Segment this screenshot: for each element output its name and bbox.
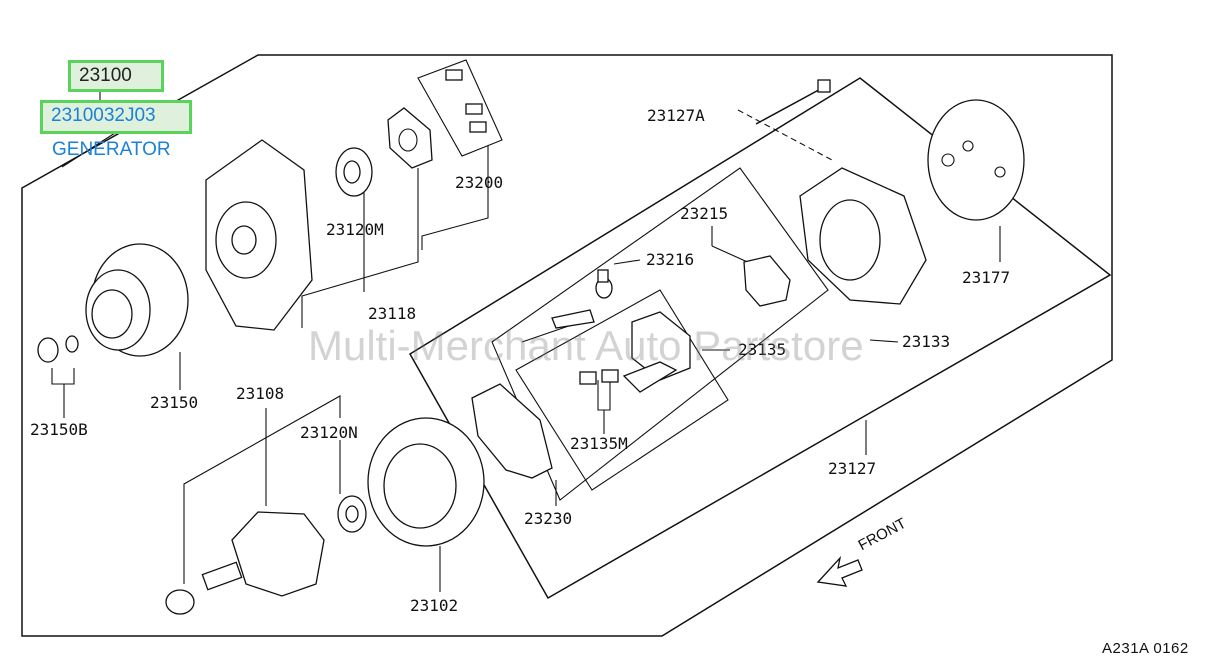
- label-23127: 23127: [828, 459, 877, 478]
- part-number-link: 2310032J03: [51, 105, 156, 126]
- label-23216: 23216: [646, 250, 695, 269]
- screw-head-sketch: [551, 309, 595, 329]
- watermark-text: Multi-Merchant Auto Partstore: [308, 322, 864, 369]
- label-23230: 23230: [524, 509, 573, 528]
- leader-23215-b: [711, 245, 753, 265]
- label-23118: 23118: [368, 304, 417, 323]
- leader-23133: [869, 339, 899, 343]
- through-bolt-head: [817, 79, 831, 93]
- leader-23200: [421, 146, 489, 250]
- part-group-number: 23100: [79, 65, 132, 86]
- label-23108: 23108: [236, 384, 285, 403]
- label-23200: 23200: [455, 173, 504, 192]
- group-frame-23127: [408, 77, 1112, 600]
- diagram-code: A231A 0162: [1102, 640, 1189, 657]
- rectifier-sketch: [471, 383, 553, 479]
- subgroup-frame-23135m: [515, 289, 729, 491]
- leader-23216: [613, 259, 641, 265]
- leader-23127a: [737, 109, 833, 161]
- regulator-sketch: [743, 255, 791, 307]
- rear-housing-sketch: [799, 167, 927, 305]
- leader-23135m: [597, 380, 611, 411]
- brush-holder-sketch: [579, 311, 691, 393]
- nut-washer-sketch: [37, 335, 79, 363]
- pulley-fan-sketch: [85, 243, 189, 357]
- label-23120m: 23120M: [326, 220, 384, 239]
- part-number-box[interactable]: 2310032J03: [40, 100, 192, 134]
- label-23150b: 23150B: [30, 420, 88, 439]
- outer-frame: [21, 54, 1113, 637]
- label-23135m: 23135M: [570, 434, 628, 453]
- label-23150: 23150: [150, 393, 199, 412]
- label-23102: 23102: [410, 596, 459, 615]
- label-23135: 23135: [738, 340, 787, 359]
- box-23200: [417, 59, 503, 157]
- bearing-23120n-sketch: [337, 495, 367, 533]
- label-23127a: 23127A: [647, 106, 705, 125]
- label-23215: 23215: [680, 204, 729, 223]
- gasket-plate-sketch: [387, 107, 433, 169]
- label-23120n: 23120N: [300, 423, 358, 442]
- bearing-23120m-sketch: [335, 147, 373, 197]
- rear-cover-sketch: [927, 99, 1025, 221]
- leader-23118: [301, 250, 419, 328]
- stator-sketch: [367, 417, 485, 547]
- label-23133: 23133: [902, 332, 951, 351]
- lamp-sketch: [595, 269, 613, 299]
- through-bolt-sketch: [755, 85, 827, 125]
- bolts-23200-sketch: [445, 69, 487, 133]
- leader-23150b: [51, 368, 75, 385]
- front-arrow-icon: [816, 555, 863, 587]
- rotor-sketch: [165, 511, 325, 615]
- leader-23108-frame: [183, 395, 341, 584]
- part-group-box[interactable]: 23100: [68, 60, 164, 92]
- leader-generator: [61, 132, 116, 168]
- label-23177: 23177: [962, 268, 1011, 287]
- front-housing-sketch: [205, 139, 313, 331]
- part-name-label: GENERATOR: [52, 139, 171, 160]
